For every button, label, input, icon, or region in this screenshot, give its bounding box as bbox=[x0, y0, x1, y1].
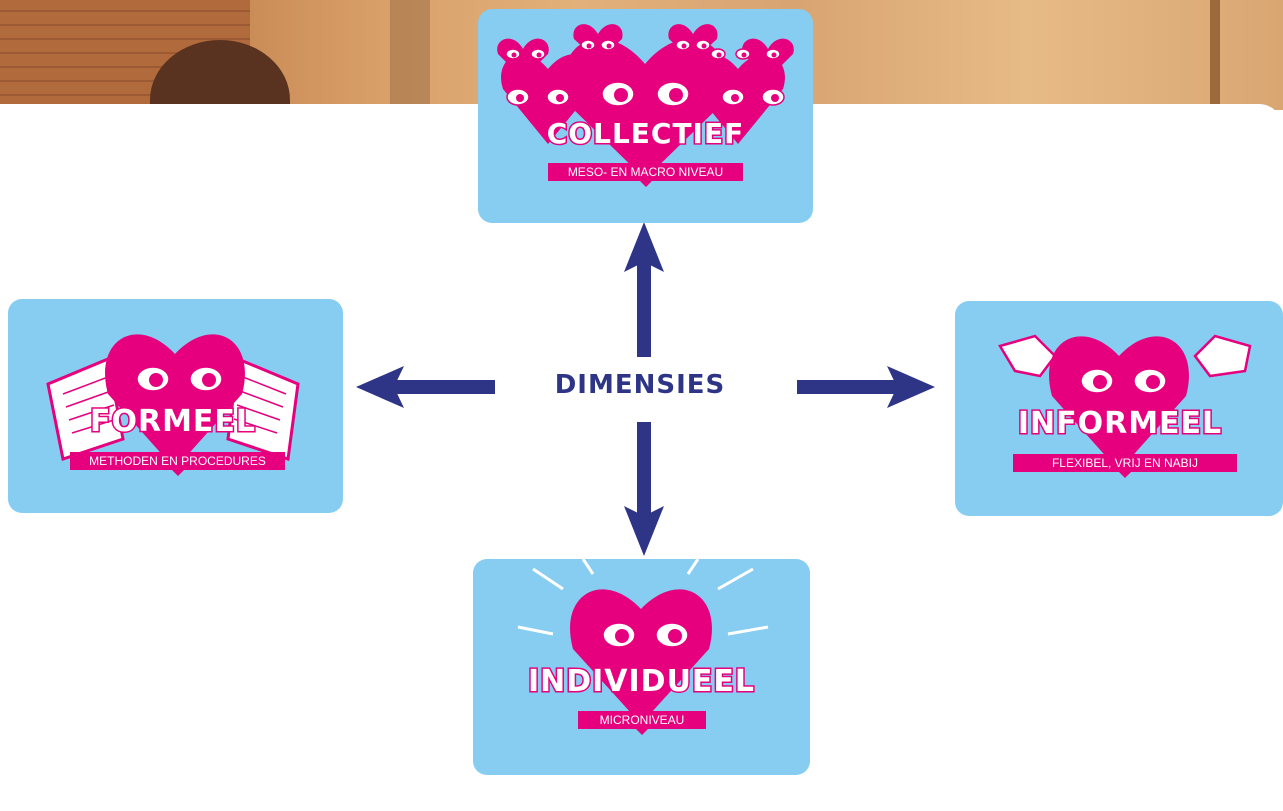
street-post bbox=[1210, 0, 1220, 110]
card-subtitle: MESO- EN MACRO NIVEAU bbox=[548, 163, 743, 187]
handshake-icon bbox=[998, 334, 1252, 471]
card-title: FORMEEL bbox=[88, 403, 257, 441]
rays-icon bbox=[517, 559, 769, 724]
heart-eyes-icon bbox=[497, 24, 794, 179]
card-title: INDIVIDUEEL bbox=[526, 663, 756, 701]
arrow-down-head bbox=[624, 506, 664, 556]
card-title: COLLECTIEF bbox=[545, 116, 745, 152]
arrow-down-shaft bbox=[637, 422, 651, 522]
arrow-left-head bbox=[356, 366, 404, 408]
center-label: DIMENSIES bbox=[554, 370, 726, 400]
card-subtitle: FLEXIBEL, VRIJ EN NABIJ bbox=[1013, 454, 1237, 478]
card-collectief: COLLECTIEF MESO- EN MACRO NIVEAU bbox=[478, 9, 813, 223]
arrow-up-head bbox=[624, 222, 664, 272]
card-individueel: INDIVIDUEEL MICRONIVEAU bbox=[473, 559, 810, 775]
card-title: INFORMEEL bbox=[1016, 405, 1223, 443]
card-subtitle: METHODEN EN PROCEDURES bbox=[70, 452, 285, 476]
arrow-up-shaft bbox=[637, 255, 651, 357]
arrow-right-head bbox=[887, 366, 935, 408]
window-frame bbox=[390, 0, 430, 110]
arrow-right-shaft bbox=[797, 380, 902, 394]
card-formeel: FORMEEL METHODEN EN PROCEDURES bbox=[8, 299, 343, 513]
card-informeel: INFORMEEL FLEXIBEL, VRIJ EN NABIJ bbox=[955, 301, 1283, 516]
book-icon bbox=[46, 334, 300, 469]
heart-eyes-icon bbox=[105, 334, 245, 469]
heart-eyes-icon bbox=[570, 589, 712, 724]
card-subtitle: MICRONIVEAU bbox=[578, 711, 706, 735]
arrow-left-shaft bbox=[390, 380, 495, 394]
heart-eyes-icon bbox=[1049, 336, 1189, 471]
